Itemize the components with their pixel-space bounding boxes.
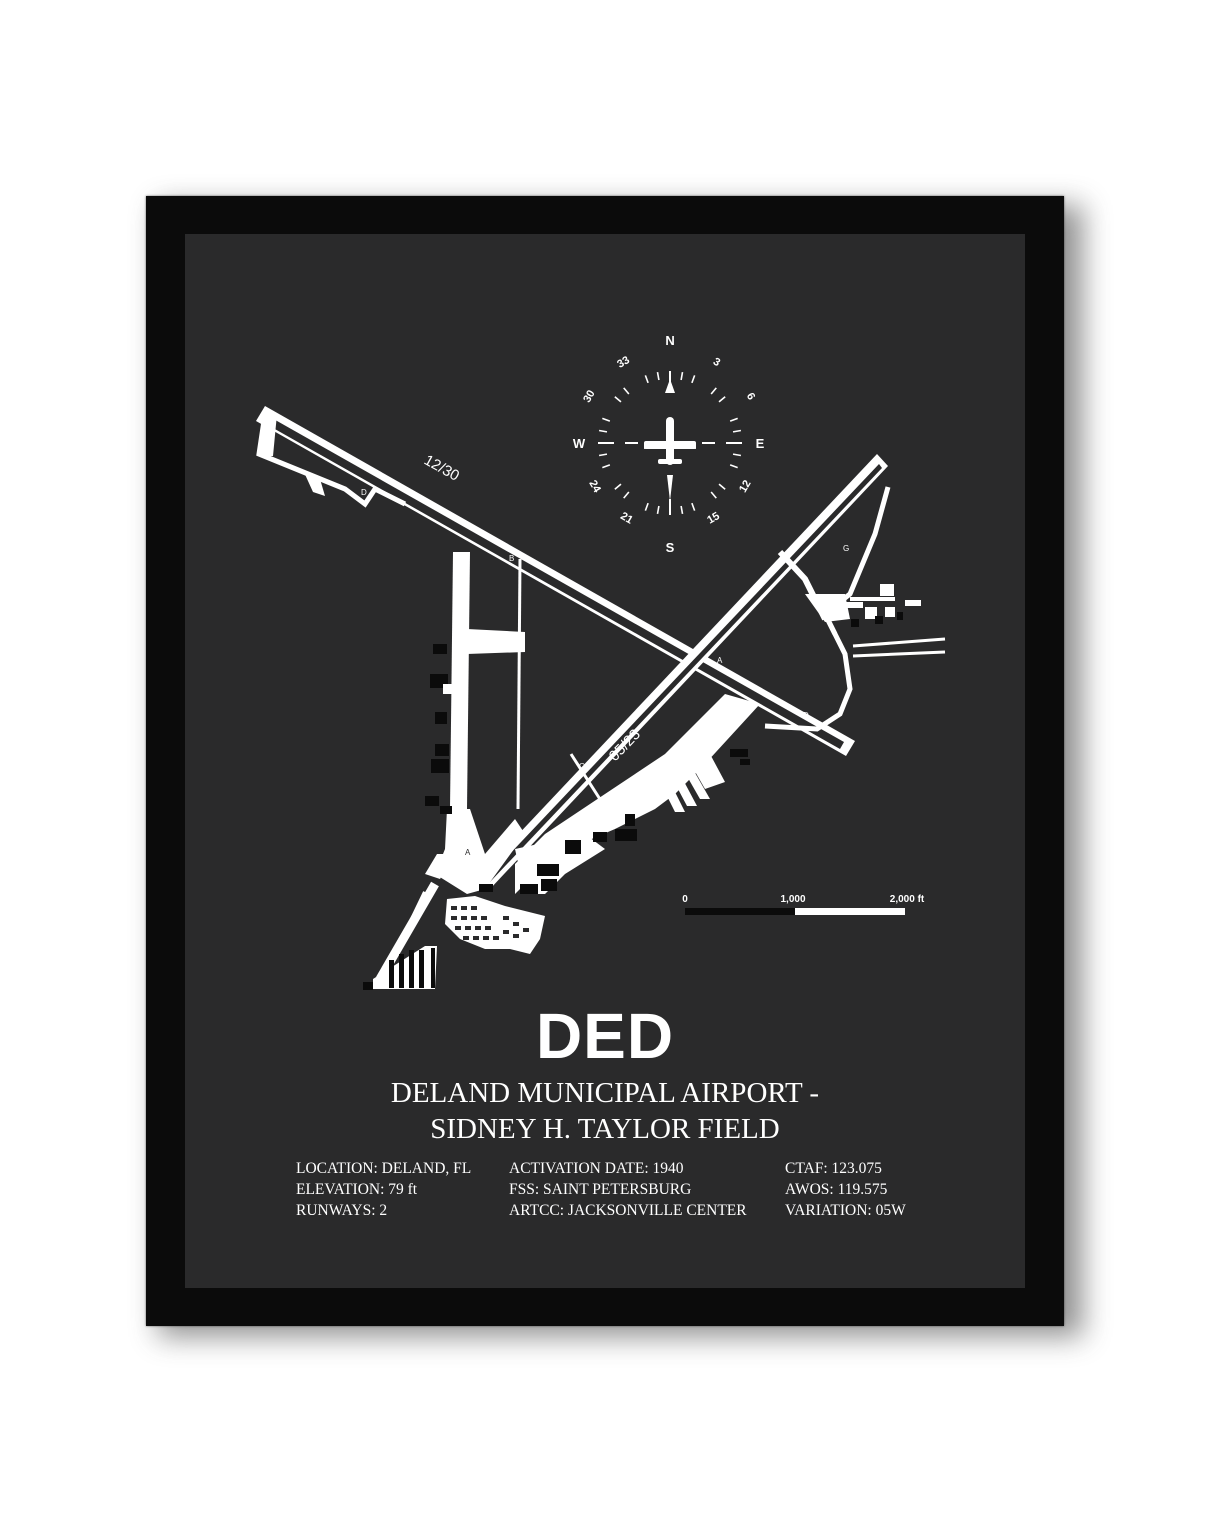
compass-tick	[656, 371, 660, 381]
compass-tick	[656, 505, 660, 515]
info-runways: RUNWAYS: 2	[296, 1202, 388, 1219]
compass-6: 6	[744, 391, 757, 402]
compass-tick	[691, 502, 696, 511]
taxiway-label-a-south: A	[465, 848, 471, 857]
compass-w: W	[573, 436, 586, 451]
airport-code: DED	[535, 1000, 675, 1072]
compass-tick	[602, 417, 611, 422]
scale-label-1000: 1,000	[780, 894, 805, 905]
airport-name: DELAND MUNICIPAL AIRPORT - SIDNEY H. TAY…	[185, 1075, 1025, 1147]
compass-tick	[710, 387, 717, 395]
scale-bar-dark	[685, 908, 795, 915]
west-buildings	[425, 644, 455, 814]
compass-3: 3	[711, 356, 722, 369]
taxiway-label-b-south: B	[501, 823, 506, 832]
info-elevation: ELEVATION: 79 ft	[296, 1181, 418, 1198]
compass-tick	[710, 491, 717, 499]
scale-bar-light	[795, 908, 905, 915]
info-location: LOCATION: DELAND, FL	[296, 1160, 472, 1177]
compass-tick	[732, 453, 742, 457]
info-awos: AWOS: 119.575	[785, 1181, 888, 1198]
taxiway-label-d: D	[361, 488, 367, 497]
taxiway-label-g: G	[843, 544, 849, 553]
airport-name-line2: SIDNEY H. TAYLOR FIELD	[430, 1113, 780, 1145]
north-arrow-icon	[665, 379, 675, 393]
taxiway-g	[764, 486, 946, 732]
compass-33: 33	[615, 354, 632, 371]
south-needle-icon	[667, 475, 673, 501]
info-fss: FSS: SAINT PETERSBURG	[509, 1181, 692, 1198]
runway-label-12-30: 12/30	[421, 452, 462, 485]
poster-mat: 12/30 05/23	[185, 234, 1025, 1288]
taxiway-label-c: C	[579, 762, 585, 771]
info-column-2: ACTIVATION DATE: 1940 FSS: SAINT PETERSB…	[509, 1158, 747, 1221]
sw-parking	[445, 879, 557, 954]
compass-tick	[598, 453, 608, 457]
scale-label-2000: 2,000 ft	[890, 894, 925, 905]
info-column-1: LOCATION: DELAND, FL ELEVATION: 79 ft RU…	[296, 1158, 471, 1221]
info-artcc: ARTCC: JACKSONVILLE CENTER	[509, 1202, 747, 1219]
sw-hangars	[363, 946, 437, 990]
airport-diagram: 12/30 05/23	[256, 333, 946, 990]
compass-e: E	[756, 436, 765, 451]
compass-tick	[614, 483, 622, 490]
compass-tick	[602, 464, 611, 469]
compass-12: 12	[737, 478, 754, 495]
scale-bar: 0 1,000 2,000 ft	[682, 894, 925, 915]
scale-label-0: 0	[682, 894, 688, 905]
airport-name-line1: DELAND MUNICIPAL AIRPORT -	[390, 1077, 820, 1109]
compass-tick	[644, 502, 649, 511]
picture-frame: 12/30 05/23	[146, 196, 1064, 1326]
info-column-3: CTAF: 123.075 AWOS: 119.575 VARIATION: 0…	[785, 1158, 906, 1221]
compass-n: N	[665, 333, 674, 348]
south-apron	[515, 694, 760, 894]
airplane-icon	[644, 417, 696, 465]
compass-tick	[644, 375, 649, 384]
compass-tick	[729, 417, 738, 422]
compass-s: S	[666, 540, 675, 555]
info-activation-date: ACTIVATION DATE: 1940	[509, 1160, 684, 1177]
compass-24: 24	[586, 478, 603, 495]
compass-tick	[680, 371, 684, 381]
compass-tick	[680, 505, 684, 515]
compass-tick	[718, 483, 726, 490]
taxiway-label-d-east: D	[803, 711, 809, 720]
compass-tick	[598, 429, 608, 433]
runway-05-23	[478, 454, 888, 889]
compass-tick	[729, 464, 738, 469]
compass-tick	[732, 429, 742, 433]
info-variation: VARIATION: 05W	[785, 1202, 906, 1219]
compass-15: 15	[705, 510, 722, 527]
compass-tick	[623, 491, 630, 499]
compass-tick	[623, 387, 630, 395]
compass-21: 21	[618, 510, 635, 527]
compass-tick	[691, 375, 696, 384]
compass-tick	[614, 396, 622, 403]
info-ctaf: CTAF: 123.075	[785, 1160, 882, 1177]
compass-rose: N E S W 3 6 12 15 21 24 30 33	[573, 333, 765, 555]
taxiway-label-a: A	[717, 656, 723, 665]
taxiway-label-b: B	[509, 554, 514, 563]
compass-tick	[718, 396, 726, 403]
compass-30: 30	[581, 388, 598, 405]
